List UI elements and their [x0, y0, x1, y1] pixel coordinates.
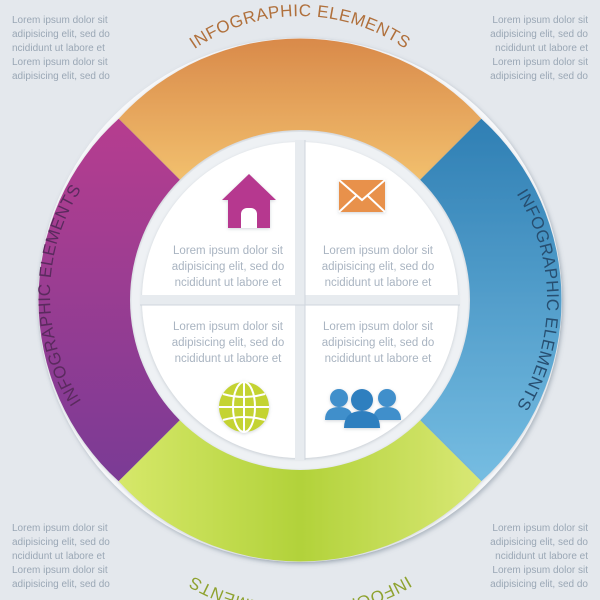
right-segment [420, 118, 562, 482]
left-segment [38, 118, 180, 482]
bottom-segment-label: INFOGRAPHIC ELEMENTS [186, 572, 415, 600]
corner-text-bottom-left: Lorem ipsum dolor sit adipisicing elit, … [12, 523, 110, 590]
top-segment [118, 38, 482, 180]
quadrant-dividers [140, 140, 460, 460]
house-icon [222, 174, 276, 228]
people-icon [325, 389, 401, 428]
corner-text-bottom-right: Lorem ipsum dolor sit adipisicing elit, … [490, 523, 588, 590]
quadrant-text-top-right: Lorem ipsum dolor sit adipisicing elit, … [321, 245, 435, 289]
corner-text-top-left: Lorem ipsum dolor sit adipisicing elit, … [12, 15, 110, 82]
quadrant-text-bottom-right: Lorem ipsum dolor sit adipisicing elit, … [321, 321, 435, 365]
corner-text-top-right: Lorem ipsum dolor sit adipisicing elit, … [490, 15, 588, 82]
quadrant-text-bottom-left: Lorem ipsum dolor sit adipisicing elit, … [171, 321, 285, 365]
globe-icon [219, 381, 269, 433]
envelope-icon [338, 179, 386, 213]
bottom-segment [118, 420, 482, 562]
quadrant-text-top-left: Lorem ipsum dolor sit adipisicing elit, … [171, 245, 285, 289]
